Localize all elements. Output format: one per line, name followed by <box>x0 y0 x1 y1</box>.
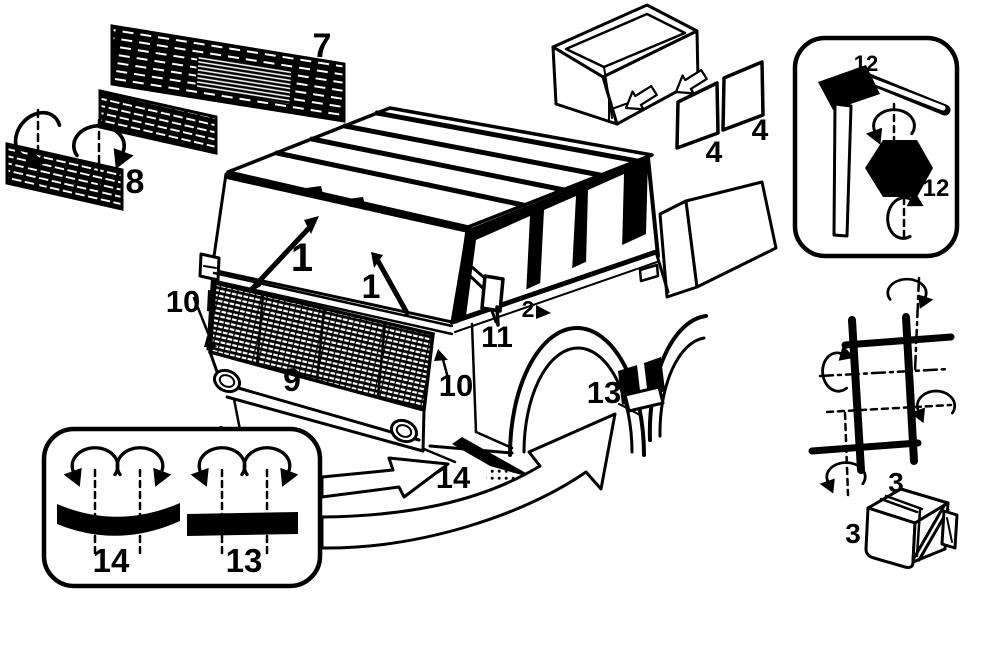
straight-pointer-arrow-icon <box>320 456 450 499</box>
cover-panel-4-left <box>675 81 720 150</box>
storage-box-4 <box>551 3 711 126</box>
lattice-frame-3: 3 <box>808 276 957 498</box>
callout-14-inset: 14 <box>93 542 130 579</box>
callout-2: 2 <box>522 296 535 322</box>
roof-ribs <box>274 110 640 208</box>
door-handle <box>638 263 660 283</box>
mid-window <box>540 196 576 288</box>
callout-13-inset: 13 <box>226 542 263 579</box>
vent-grille-8-piece-upper <box>98 89 218 155</box>
box-rim-inner <box>564 12 687 69</box>
callout-8: 8 <box>126 163 145 201</box>
callout-10-right: 10 <box>439 368 473 403</box>
vent-grille-8: 8 <box>0 89 218 211</box>
box3-front <box>864 506 917 569</box>
callout-7: 7 <box>313 27 332 65</box>
callout-9: 9 <box>283 362 301 398</box>
hex-nut <box>865 140 933 197</box>
hammer-head <box>818 65 880 110</box>
rotation-arrow-icon <box>818 461 867 495</box>
strapped-box-3: 3 <box>845 487 959 569</box>
callout-leaders: 1 1 2 9 10 10 11 13 14 <box>166 236 621 495</box>
mud-flaps-13 <box>618 357 665 416</box>
callout-13-truck: 13 <box>587 375 621 410</box>
callout-12-top: 12 <box>854 51 878 76</box>
callout-3-box: 3 <box>845 518 861 549</box>
callout-10-left: 10 <box>166 284 200 319</box>
callout-1-right: 1 <box>362 268 381 306</box>
callout-1-left: 1 <box>291 236 313 280</box>
curved-strip-14 <box>57 503 180 536</box>
grille-panel-7: 7 <box>110 24 346 123</box>
cover-panel-4-right <box>721 60 765 132</box>
callout-4-right: 4 <box>752 114 769 147</box>
grille-panel-7-mesh-window <box>195 53 293 106</box>
inset-1314-frame <box>41 426 323 589</box>
callout-12-bottom: 12 <box>923 175 950 202</box>
pointer-arrows <box>320 412 617 550</box>
wiper-right <box>371 252 410 316</box>
rotation-arrow-icon <box>886 277 935 311</box>
callout-4-left: 4 <box>706 136 723 169</box>
callout-11: 11 <box>481 321 513 354</box>
side-mirror <box>464 260 505 324</box>
bed-panel-wide <box>684 180 778 289</box>
hammer-handle <box>832 102 853 238</box>
straight-strip-13 <box>187 512 298 536</box>
vent-grille-8-piece-lower <box>5 142 124 211</box>
curved-pointer-arrow-icon <box>320 412 617 550</box>
rear-window <box>586 174 624 264</box>
truck-cab <box>198 106 778 491</box>
cover-panels-4: 4 4 <box>675 60 769 169</box>
arrow-2-icon <box>536 305 551 319</box>
rear-wheel-arch <box>647 314 708 442</box>
front-bumper <box>208 350 426 453</box>
inset-hammer-12: 12 12 <box>792 35 960 259</box>
inset-strips-13-14: 14 13 <box>41 426 323 589</box>
